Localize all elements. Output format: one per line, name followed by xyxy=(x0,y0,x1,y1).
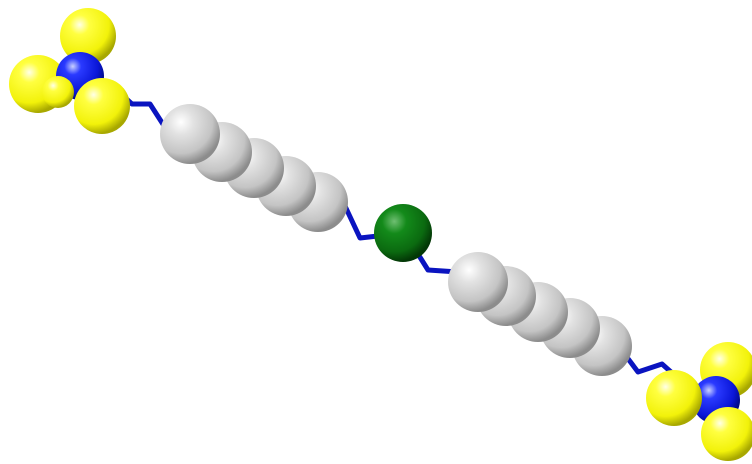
yellow-atom xyxy=(74,78,130,134)
center-green-atom xyxy=(374,204,432,262)
right-gray-chain xyxy=(448,252,632,376)
yellow-atom xyxy=(646,370,702,426)
left-nitrogen-cluster xyxy=(9,8,130,134)
bond-left-chain-to-center xyxy=(342,203,381,241)
yellow-atom xyxy=(60,8,116,64)
gray-bead xyxy=(448,252,508,312)
yellow-atom xyxy=(701,407,752,461)
bond-center-to-right-chain xyxy=(415,251,461,275)
right-nitrogen-cluster xyxy=(646,342,752,461)
left-gray-chain xyxy=(160,104,348,232)
yellow-atom xyxy=(42,76,74,108)
gray-bead xyxy=(160,104,220,164)
